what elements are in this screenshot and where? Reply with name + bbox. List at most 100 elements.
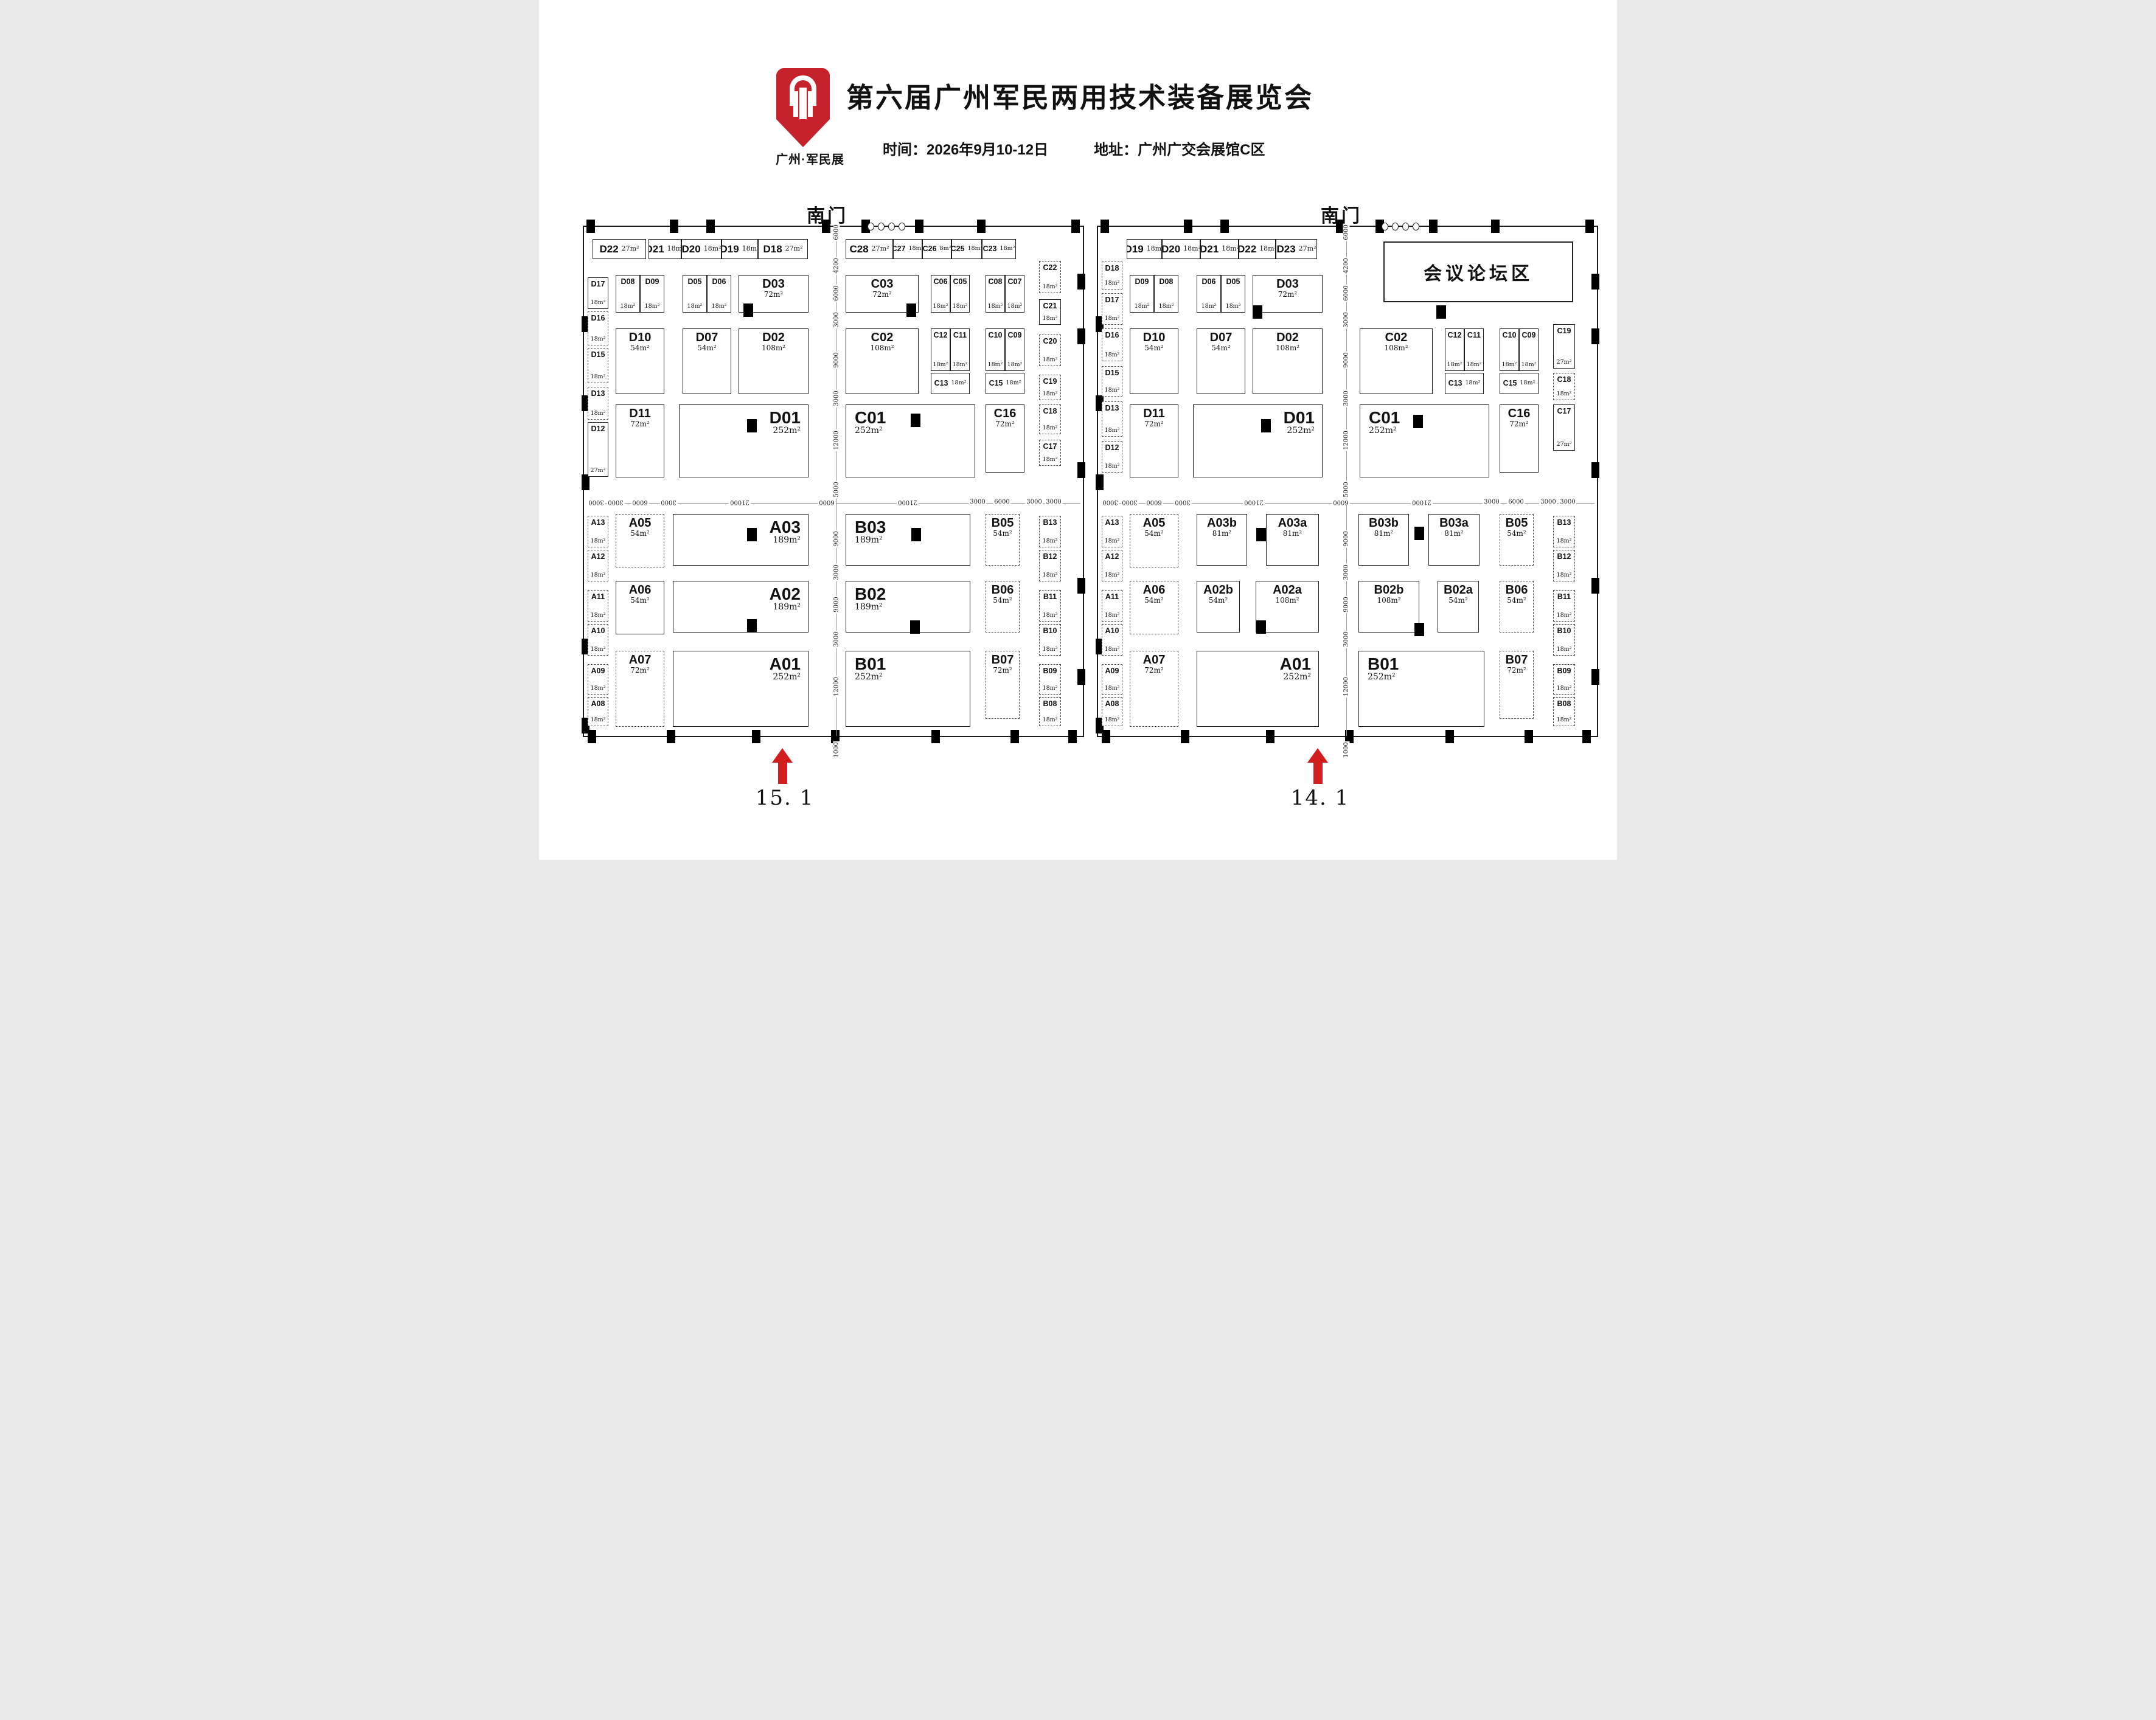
booth-area: 18m² (1146, 244, 1162, 253)
dimension-label: 3000 (607, 499, 625, 505)
booth-area: 18m² (908, 245, 922, 252)
wall-pillar (752, 730, 760, 743)
dimension-label: 21000 (1243, 499, 1265, 505)
booth-area: 18m² (1104, 462, 1120, 470)
gate-door-mark (899, 223, 905, 231)
structural-column (1436, 305, 1446, 319)
booth-area: 18m² (987, 361, 1003, 368)
booth-id: B12 (1043, 552, 1057, 561)
booth-id: C10 (988, 331, 1003, 339)
wall-pillar (1181, 730, 1189, 743)
wall-pillar (1071, 220, 1080, 233)
booth-id: A09 (1105, 667, 1119, 675)
dimension-label: 6000 (1343, 284, 1350, 302)
booth-id: B02a (1444, 583, 1473, 597)
wall-pillar (1491, 220, 1500, 233)
booth-area: 18m² (1556, 645, 1572, 653)
booth-area: 18m² (1556, 537, 1572, 544)
booth-area: 108m² (870, 344, 894, 352)
conference-forum-area: 会议论坛区 (1383, 241, 1573, 302)
booth-area: 72m² (1507, 666, 1526, 674)
booth-area: 108m² (1384, 344, 1408, 352)
wall-pillar (1585, 220, 1594, 233)
dimension-label: 3000 (659, 499, 678, 505)
booth-area: 18m² (987, 302, 1003, 310)
booth-area: 18m² (1556, 390, 1572, 397)
dimension-label: 3000 (833, 311, 840, 329)
booth-id: B01 (1368, 654, 1399, 673)
booth-area: 252m² (1283, 672, 1311, 682)
structural-column (910, 620, 920, 634)
wall-pillar (582, 395, 589, 411)
structural-column (1256, 620, 1266, 634)
booth-id: A03a (1278, 516, 1307, 530)
booth-area: 27m² (590, 466, 606, 474)
booth-area: 18m² (1104, 351, 1120, 358)
booth-id: B08 (1557, 699, 1571, 708)
dimension-label: 3000 (1559, 499, 1577, 505)
gate-door-mark (1413, 223, 1419, 231)
booth-id: C20 (1043, 337, 1057, 345)
dimension-label: 1000 (833, 741, 840, 759)
wall-pillar (915, 220, 923, 233)
dimension-label: 3000 (1045, 499, 1063, 505)
dimension-label: 3000 (1101, 499, 1119, 505)
wall-pillar (831, 730, 840, 743)
booth-area: 18m² (1104, 684, 1120, 692)
booth-area: 18m² (590, 684, 606, 692)
booth-area: 18m² (1042, 314, 1058, 322)
dimension-label: 3000 (833, 389, 840, 407)
dimension-label: 4200 (1343, 257, 1350, 275)
booth-area: 18m² (1556, 611, 1572, 619)
booth-id: B10 (1557, 626, 1571, 635)
booth-id: B01 (855, 654, 886, 673)
dimension-label: 6000 (833, 284, 840, 302)
entrance-arrow-stem (778, 762, 787, 784)
booth-id: C01 (1369, 408, 1400, 427)
booth-id: A06 (628, 583, 652, 597)
booth-id: D10 (1142, 331, 1166, 344)
booth-id: D10 (628, 331, 652, 344)
booth-area: 18m² (590, 373, 606, 380)
booth-id: B03 (855, 518, 886, 536)
booth-id: B05 (991, 516, 1014, 530)
booth-id: D11 (1143, 407, 1165, 420)
hall-number: 14. 1 (1290, 786, 1350, 810)
booth-C27: C2718m² (893, 239, 922, 259)
dimension-label: 5000 (833, 480, 840, 499)
booth-id: C09 (1521, 331, 1536, 339)
booth-area: 54m² (1448, 596, 1468, 605)
dimension-label: 12000 (1343, 676, 1350, 698)
booth-id: C26 (922, 244, 937, 253)
booth-id: D22 (599, 243, 619, 255)
booth-area: 18m² (1006, 380, 1021, 387)
booth-id: C05 (953, 277, 967, 286)
dimension-label: 3000 (1483, 499, 1501, 505)
booth-B10: B10 18m² (1553, 624, 1575, 656)
wall-pillar (1375, 220, 1384, 233)
wall-pillar (1591, 274, 1599, 290)
structural-column (911, 414, 920, 427)
